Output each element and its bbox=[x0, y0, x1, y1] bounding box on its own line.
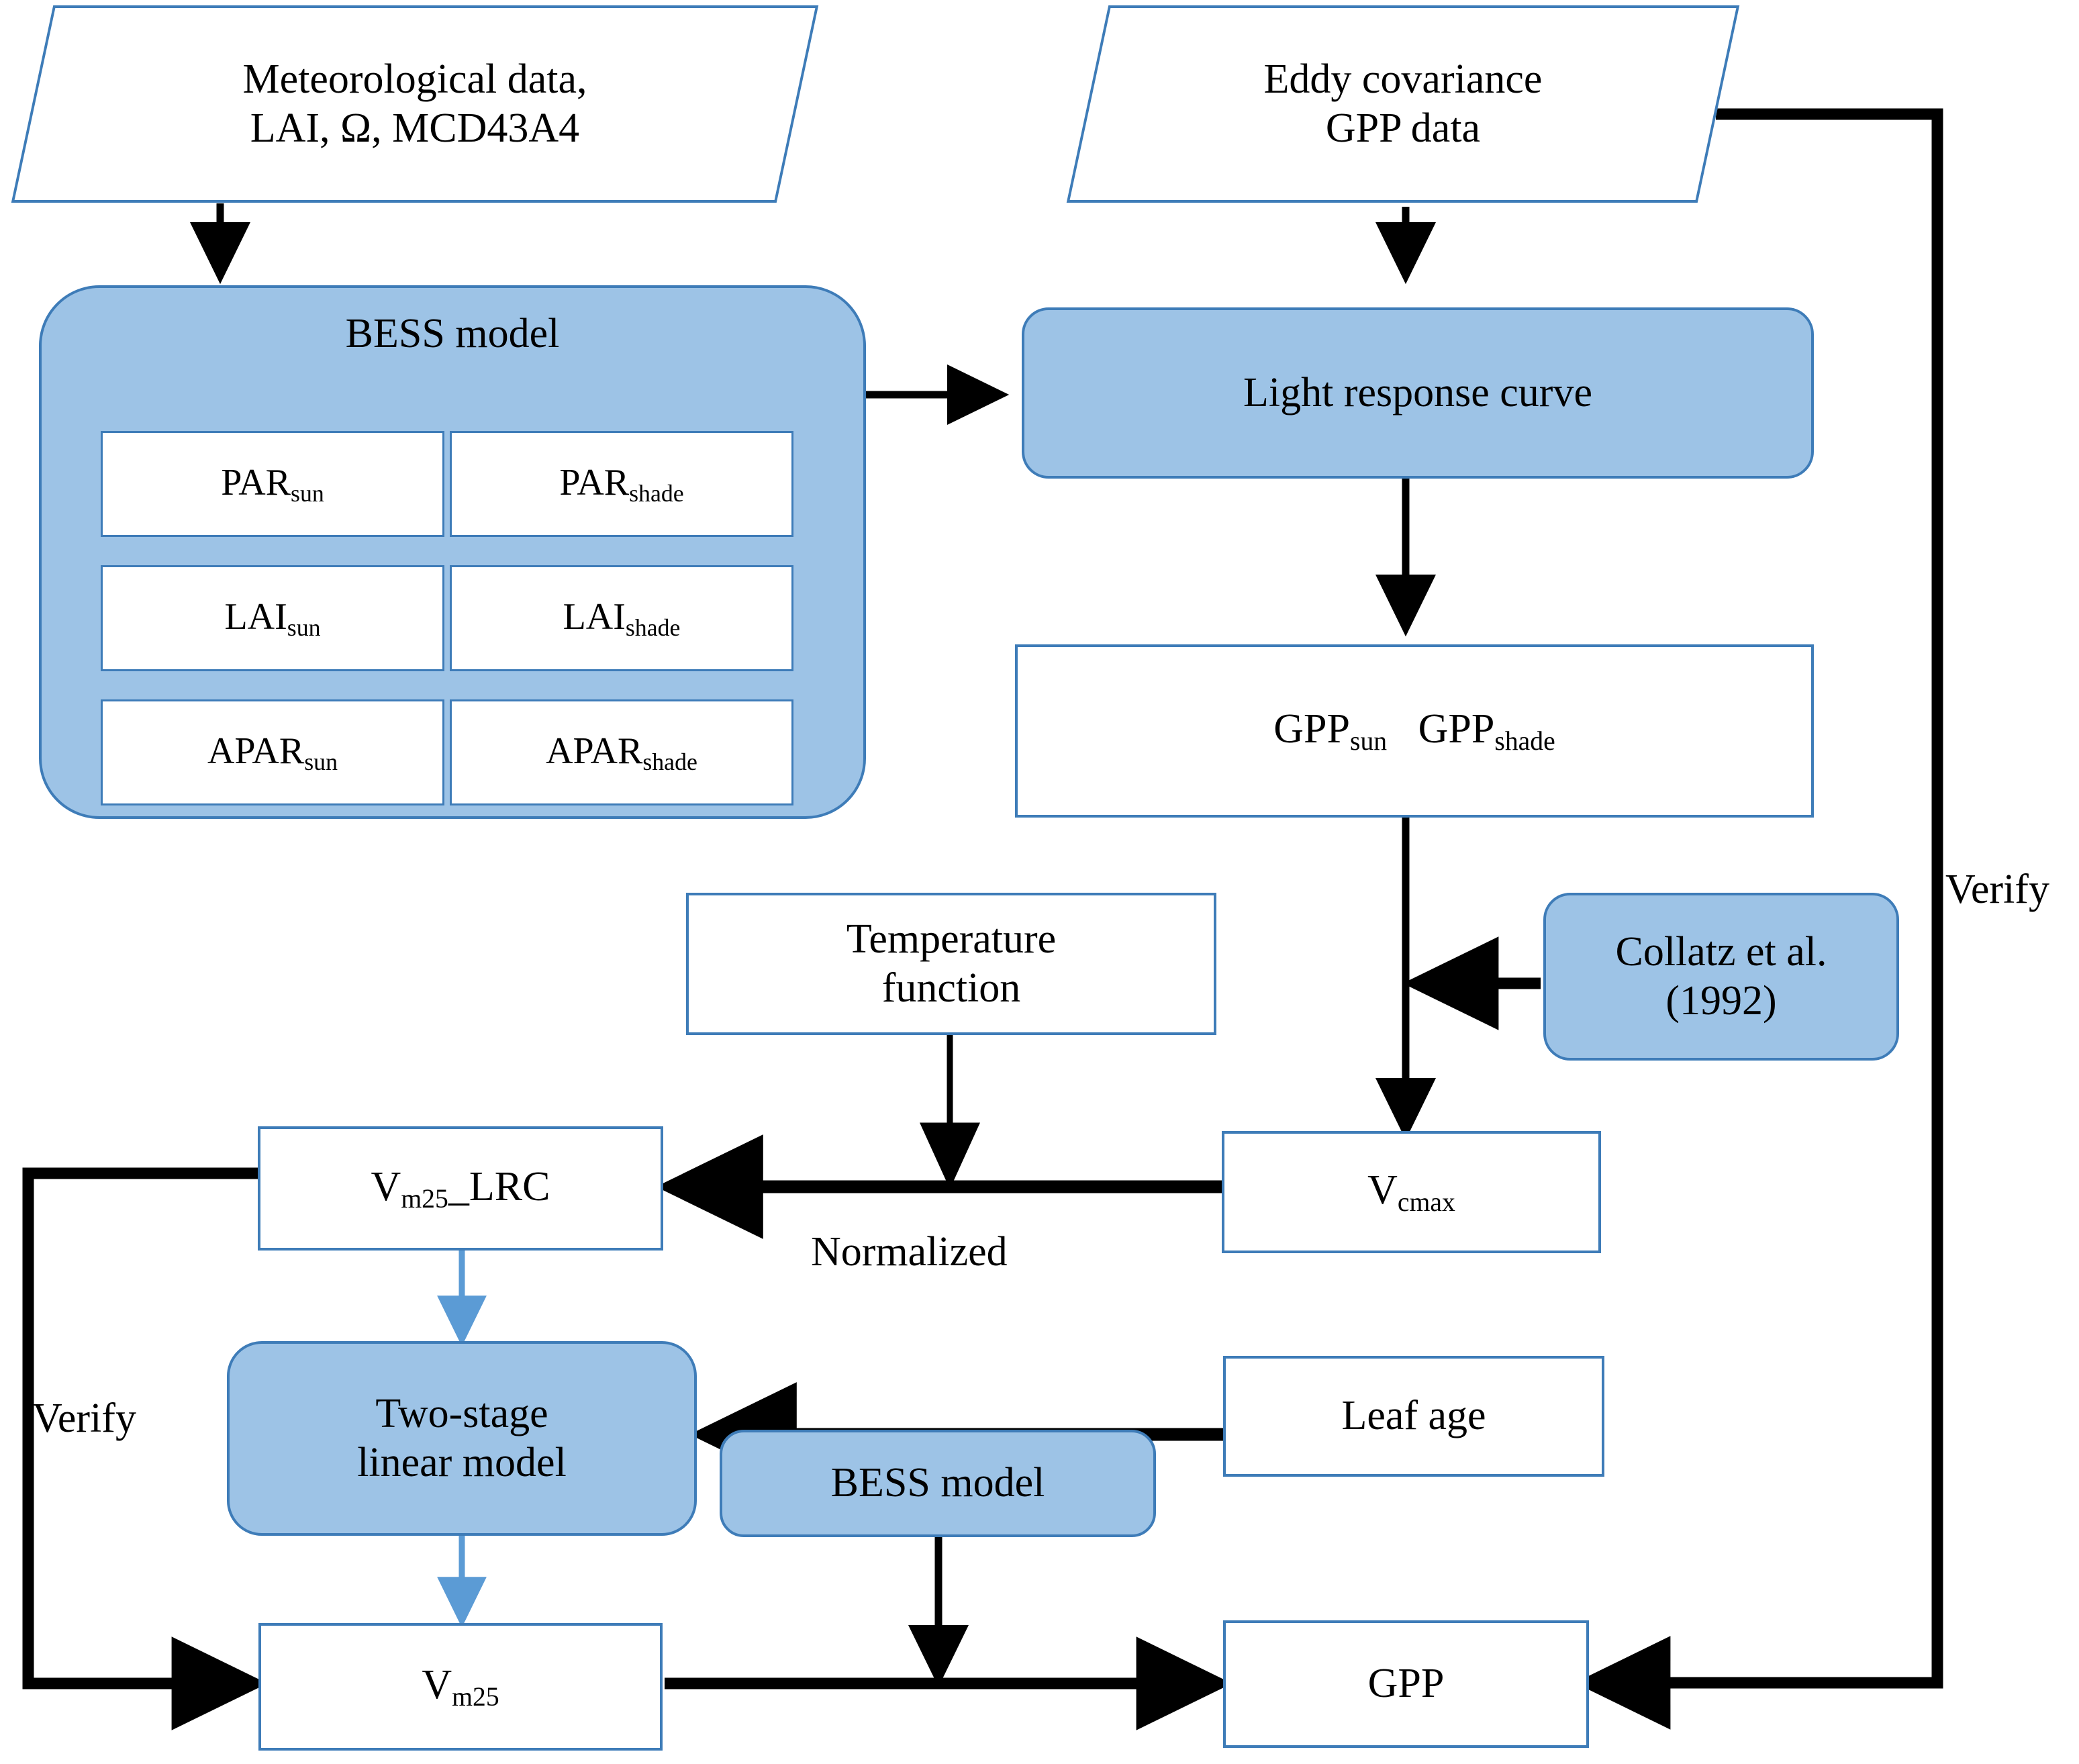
bess-cell-apar-shade[interactable]: APARshade bbox=[450, 699, 793, 805]
bess-cell-lai-sun-text: LAIsun bbox=[224, 595, 321, 641]
node-vm25-lrc[interactable]: Vm25_LRC bbox=[258, 1126, 663, 1251]
collatz-text: Collatz et al. (1992) bbox=[1615, 928, 1827, 1026]
bess-cell-par-sun-text: PARsun bbox=[221, 461, 324, 507]
node-light-response-curve[interactable]: Light response curve bbox=[1022, 307, 1814, 479]
node-bess-model-top[interactable]: BESS model PARsun PARshade LAIsun LAIsha… bbox=[39, 285, 866, 819]
node-leaf-age[interactable]: Leaf age bbox=[1223, 1356, 1604, 1477]
two-stage-line2: linear model bbox=[357, 1440, 567, 1485]
two-stage-text: Two-stage linear model bbox=[357, 1389, 567, 1487]
bess-cell-par-sun[interactable]: PARsun bbox=[101, 431, 444, 537]
node-meteorological-data[interactable]: Meteorological data, LAI, Ω, MCD43A4 bbox=[11, 5, 819, 203]
meteorological-data-line2: LAI, Ω, MCD43A4 bbox=[250, 105, 580, 151]
meteorological-data-text: Meteorological data, LAI, Ω, MCD43A4 bbox=[35, 55, 795, 153]
bess-cell-par-shade-text: PARshade bbox=[559, 461, 684, 507]
meteorological-data-line1: Meteorological data, bbox=[242, 56, 587, 102]
eddy-covariance-text: Eddy covariance GPP data bbox=[1090, 55, 1716, 153]
edge-label-verify-left: Verify bbox=[32, 1395, 136, 1441]
node-eddy-covariance[interactable]: Eddy covariance GPP data bbox=[1066, 5, 1740, 203]
node-gpp[interactable]: GPP bbox=[1223, 1620, 1589, 1748]
node-vcmax[interactable]: Vcmax bbox=[1222, 1131, 1601, 1253]
node-bess-model-bottom[interactable]: BESS model bbox=[720, 1430, 1156, 1537]
bess-cell-apar-shade-text: APARshade bbox=[546, 730, 697, 775]
gpp-label: GPP bbox=[1367, 1661, 1445, 1707]
vm25-text: Vm25 bbox=[422, 1662, 499, 1712]
temperature-function-line2: function bbox=[881, 965, 1021, 1011]
gpp-partition-text: GPPsun GPPshade bbox=[1273, 706, 1555, 756]
node-collatz-et-al[interactable]: Collatz et al. (1992) bbox=[1543, 893, 1899, 1061]
vm25-lrc-text: Vm25_LRC bbox=[371, 1163, 550, 1214]
leaf-age-label: Leaf age bbox=[1341, 1393, 1486, 1439]
collatz-line1: Collatz et al. bbox=[1615, 928, 1827, 975]
bess-cell-apar-sun-text: APARsun bbox=[207, 730, 338, 775]
bess-model-bottom-label: BESS model bbox=[830, 1460, 1045, 1506]
temperature-function-line1: Temperature bbox=[846, 916, 1057, 962]
vcmax-text: Vcmax bbox=[1367, 1167, 1455, 1218]
eddy-covariance-line2: GPP data bbox=[1325, 105, 1481, 151]
node-temperature-function[interactable]: Temperature function bbox=[686, 893, 1216, 1035]
two-stage-line1: Two-stage bbox=[375, 1390, 548, 1436]
bess-cell-lai-sun[interactable]: LAIsun bbox=[101, 565, 444, 671]
temperature-function-text: Temperature function bbox=[847, 915, 1056, 1013]
edge-label-normalized: Normalized bbox=[811, 1229, 1008, 1275]
bess-cell-lai-shade-text: LAIshade bbox=[563, 595, 681, 641]
node-two-stage-linear-model[interactable]: Two-stage linear model bbox=[227, 1341, 697, 1536]
bess-cell-apar-sun[interactable]: APARsun bbox=[101, 699, 444, 805]
edge-label-verify-right: Verify bbox=[1945, 867, 2049, 912]
light-response-curve-label: Light response curve bbox=[1243, 369, 1592, 415]
bess-model-top-label: BESS model bbox=[345, 311, 560, 356]
bess-cell-par-shade[interactable]: PARshade bbox=[450, 431, 793, 537]
node-gpp-partition[interactable]: GPPsun GPPshade bbox=[1015, 644, 1814, 818]
node-vm25[interactable]: Vm25 bbox=[258, 1623, 663, 1751]
eddy-covariance-line1: Eddy covariance bbox=[1263, 56, 1543, 102]
bess-cell-lai-shade[interactable]: LAIshade bbox=[450, 565, 793, 671]
collatz-line2: (1992) bbox=[1665, 978, 1777, 1024]
